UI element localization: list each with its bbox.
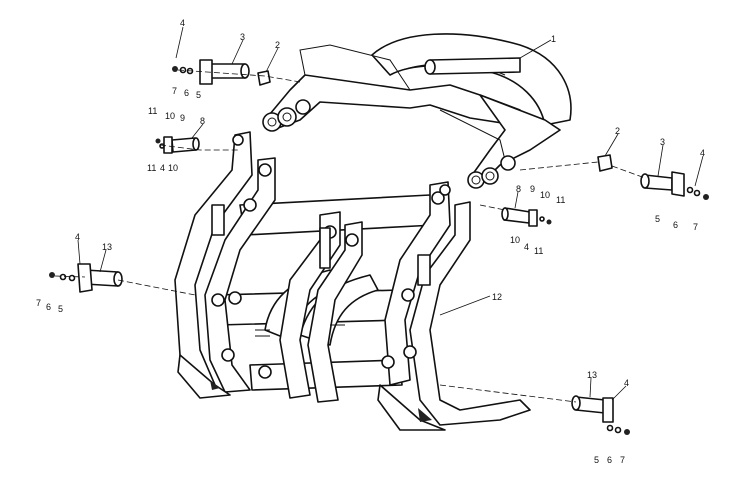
callout-9: 9 [180, 113, 185, 123]
callout-7: 7 [693, 222, 698, 232]
hardware-upper-left [155, 59, 271, 154]
callout-labels: 1 2 3 4 7 6 5 11 10 9 8 11 4 10 2 3 4 5 … [36, 18, 705, 465]
callout-4: 4 [524, 242, 529, 252]
callout-8: 8 [200, 116, 205, 126]
callout-7: 7 [36, 298, 41, 308]
callout-8: 8 [516, 184, 521, 194]
callout-11: 11 [148, 106, 157, 116]
callout-10: 10 [540, 190, 550, 200]
callout-12: 12 [492, 292, 502, 302]
callout-2: 2 [615, 126, 620, 136]
leader-lines [77, 26, 704, 401]
callout-3: 3 [660, 137, 665, 147]
callout-3: 3 [240, 32, 245, 42]
callout-4: 4 [160, 163, 165, 173]
callout-5: 5 [655, 214, 660, 224]
callout-10: 10 [168, 163, 178, 173]
callout-6: 6 [46, 302, 51, 312]
callout-1: 1 [551, 34, 556, 44]
callout-5: 5 [196, 90, 201, 100]
callout-13: 13 [587, 370, 597, 380]
part-grapple-body [174, 131, 531, 431]
callout-11: 11 [556, 195, 565, 205]
hardware-upper-right [501, 154, 709, 227]
hardware-lower-right [571, 395, 630, 435]
callout-13: 13 [102, 242, 112, 252]
callout-4: 4 [180, 18, 185, 28]
callout-10: 10 [510, 235, 520, 245]
callout-5: 5 [58, 304, 63, 314]
callout-7: 7 [172, 86, 177, 96]
callout-7: 7 [620, 455, 625, 465]
hardware-lower-left [49, 263, 123, 293]
callout-10: 10 [165, 111, 175, 121]
callout-4: 4 [700, 148, 705, 158]
callout-2: 2 [275, 40, 280, 50]
callout-6: 6 [607, 455, 612, 465]
callout-6: 6 [184, 88, 189, 98]
callout-9: 9 [530, 184, 535, 194]
callout-4: 4 [75, 232, 80, 242]
callout-5: 5 [594, 455, 599, 465]
callout-11: 11 [147, 163, 156, 173]
assembly-axis-lines [54, 69, 646, 403]
callout-11: 11 [534, 246, 543, 256]
callout-6: 6 [673, 220, 678, 230]
callout-4: 4 [624, 378, 629, 388]
part-upper-arm [262, 33, 572, 189]
